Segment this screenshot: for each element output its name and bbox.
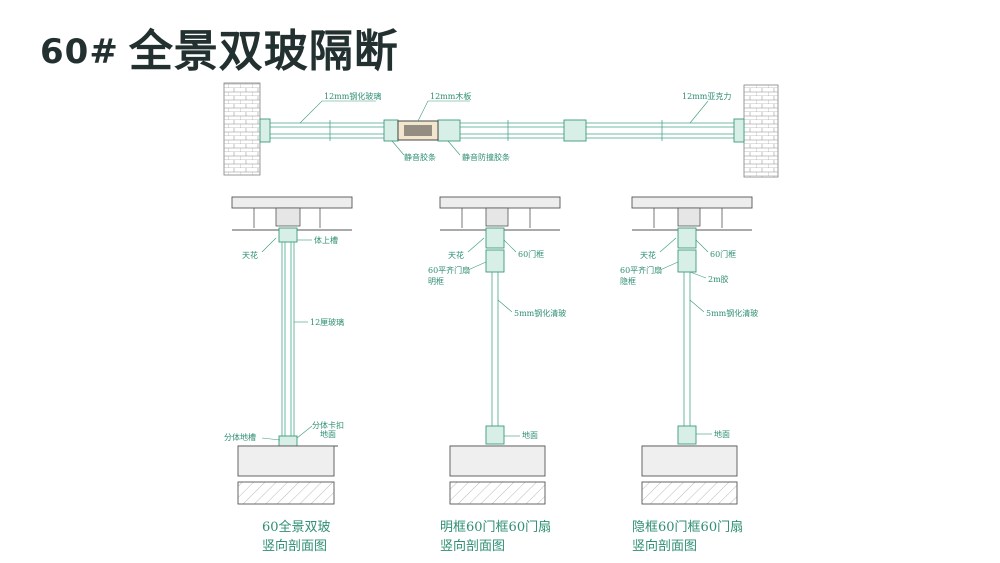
leader-wood-12mm: [417, 100, 470, 122]
plan-door-profile-1: [437, 119, 461, 142]
s3-label-door-frame: 60门框: [710, 249, 736, 259]
s3-label-glass: 5mm钢化清玻: [706, 308, 758, 318]
label-glass-12mm: 12mm钢化玻璃: [324, 91, 381, 101]
s3-door-frame: [677, 227, 697, 249]
label-wood-12mm: 12mm木板: [430, 91, 471, 101]
leader-glass-12mm: [299, 100, 376, 124]
s1-ceiling-slab: [231, 196, 353, 209]
s3-leader-leaf: [659, 261, 679, 271]
plan-view: 12mm钢化玻璃 12mm木板 12mm亚克力 静音胶条 静音防撞胶条: [223, 82, 779, 178]
s1-leader-clip: [296, 425, 313, 439]
s3-label-glue: 2m胶: [708, 274, 729, 284]
section-3: 天花 60门框 60平齐门扇 隐框 2m胶 5mm钢化清玻 地面 隐框60门框6…: [620, 196, 758, 554]
s2-leader-ceiling: [467, 237, 485, 253]
s2-leader-glass: [497, 299, 513, 313]
s2-label-floor: 地面: [522, 430, 538, 440]
s3-ceiling-slab: [631, 196, 753, 209]
plan-wood-core: [404, 125, 432, 136]
s2-caption-line1: 明框60门框60门扇: [440, 519, 551, 535]
s2-floor-slab: [449, 445, 546, 477]
s2-leader-frame: [503, 239, 517, 253]
s3-caption-line2: 竖向剖面图: [632, 538, 697, 554]
s2-leaf-bottom: [485, 425, 505, 445]
title-text: 全景双玻隔断: [128, 26, 399, 77]
s2-leader-leaf: [467, 261, 487, 271]
s3-leader-glass: [689, 299, 705, 313]
leader-seal-strip-2: [447, 140, 461, 156]
s1-floor-base: [237, 481, 335, 505]
s3-caption-line1: 隐框60门框60门扇: [632, 519, 743, 535]
title-number: 60#: [40, 32, 119, 72]
s3-floor-slab: [641, 445, 738, 477]
s1-label-ceiling: 天花: [242, 250, 258, 260]
leader-seal-strip: [391, 140, 405, 156]
s2-caption-line2: 竖向剖面图: [440, 538, 505, 554]
s1-ceiling-block: [275, 207, 301, 227]
s2-leaf-top: [485, 249, 505, 273]
s2-door-frame: [485, 227, 505, 249]
s2-label-ceiling: 天花: [448, 250, 464, 260]
s1-label-clip: 分体卡扣: [312, 420, 344, 430]
s3-leader-frame: [695, 239, 709, 253]
label-acrylic-12mm: 12mm亚克力: [682, 91, 731, 101]
s3-ceiling-block: [677, 207, 701, 227]
left-wall-bricks: [224, 83, 260, 175]
page-title: 60#全景双玻隔断: [40, 22, 399, 82]
s1-caption-line2: 竖向剖面图: [262, 538, 327, 554]
s1-label-glass: 12厘玻璃: [310, 317, 344, 327]
s1-bottom-track: [278, 435, 298, 447]
label-seal-strip: 静音胶条: [404, 152, 436, 162]
s2-label-leaf-2: 明框: [428, 276, 444, 286]
s3-label-leaf-1: 60平齐门扇: [620, 265, 662, 275]
label-seal-strip-2: 静音防撞胶条: [462, 152, 510, 162]
s3-leader-glue: [689, 271, 707, 279]
s3-leaf-top: [677, 249, 697, 273]
s1-label-bottom-track: 分体地槽: [224, 432, 256, 442]
s3-leader-ceiling: [659, 237, 677, 253]
s2-ceiling-block: [485, 207, 509, 227]
s1-top-track: [278, 227, 298, 243]
plan-joint-profile-1: [383, 119, 399, 142]
plan-left-profile: [259, 118, 271, 143]
s2-ceiling-slab: [439, 196, 561, 209]
s1-caption-line1: 60全景双玻: [262, 519, 331, 535]
s2-floor-base: [449, 481, 546, 505]
s3-floor-base: [641, 481, 738, 505]
right-wall-bricks: [744, 85, 778, 177]
s2-label-glass: 5mm钢化清玻: [514, 308, 566, 318]
s3-label-leaf-2: 隐框: [620, 276, 636, 286]
s1-label-top-track: 体上槽: [314, 235, 338, 245]
plan-door-profile-2: [563, 119, 587, 142]
s1-leader-bottom: [261, 437, 281, 441]
s3-leaf-bottom: [677, 425, 697, 445]
section-2: 天花 60门框 60平齐门扇 明框 5mm钢化清玻 地面 明框60门框60门扇 …: [428, 196, 566, 554]
leader-acrylic-12mm: [689, 100, 709, 124]
s3-label-floor: 地面: [714, 429, 730, 439]
s2-label-door-frame: 60门框: [518, 249, 544, 259]
s1-floor-slab: [237, 445, 335, 477]
section-1: 天花 体上槽 12厘玻璃 分体地槽 分体卡扣 地面 60全景双玻 竖向剖面图: [224, 196, 353, 554]
s3-label-ceiling: 天花: [640, 250, 656, 260]
s2-label-leaf-1: 60平齐门扇: [428, 265, 470, 275]
plan-right-profile: [733, 118, 745, 143]
s1-label-floor: 地面: [320, 429, 336, 439]
s1-leader-ceiling: [261, 237, 277, 253]
